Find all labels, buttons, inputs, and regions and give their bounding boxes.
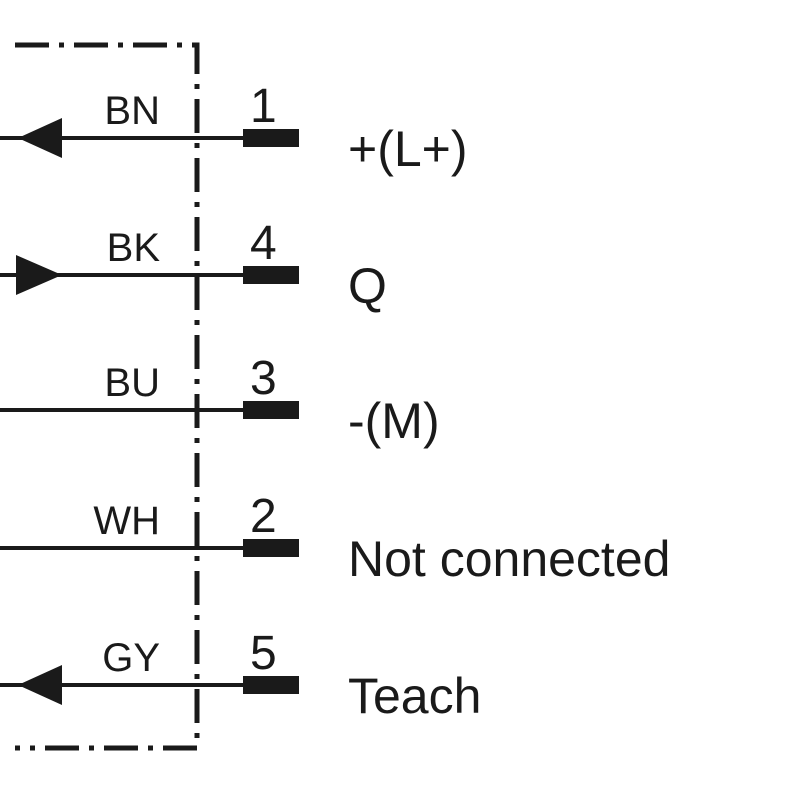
pin-terminal	[243, 676, 299, 694]
connection-row-4: BK 4Q	[0, 217, 387, 314]
pin-number: 4	[250, 217, 277, 270]
signal-label: Q	[348, 258, 387, 314]
pin-terminal	[243, 401, 299, 419]
wire-color-label: BU	[104, 361, 160, 405]
device-boundary	[15, 42, 200, 751]
pin-number: 1	[250, 80, 277, 133]
arrow-right-icon	[16, 255, 62, 295]
wire-color-label: GY	[102, 636, 160, 680]
connection-row-3: BU 3 -(M)	[0, 352, 440, 449]
signal-label: Teach	[348, 668, 481, 724]
wire-color-label: WH	[93, 499, 160, 543]
pin-number: 3	[250, 352, 277, 405]
wire-color-label: BK	[107, 226, 161, 270]
pin-number: 2	[250, 490, 277, 543]
wire-color-label: BN	[104, 89, 160, 133]
signal-label: Not connected	[348, 531, 670, 587]
pin-terminal	[243, 129, 299, 147]
pin-number: 5	[250, 627, 277, 680]
connection-row-1: BN 1 +(L+)	[0, 80, 468, 177]
signal-label: +(L+)	[348, 121, 468, 177]
pin-terminal	[243, 539, 299, 557]
arrow-left-icon	[18, 665, 62, 705]
pin-terminal	[243, 266, 299, 284]
arrow-left-icon	[18, 118, 62, 158]
signal-label: -(M)	[348, 393, 440, 449]
